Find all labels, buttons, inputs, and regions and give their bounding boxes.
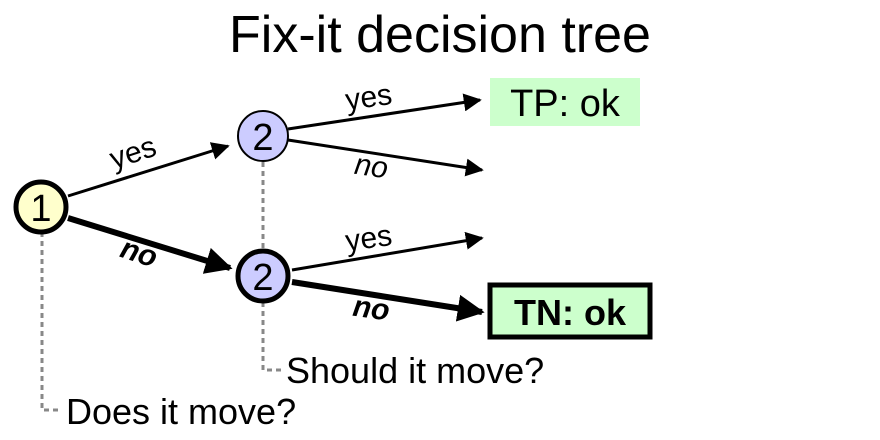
node-bottom-child-label: 2 <box>252 257 273 299</box>
node-top-child-circle <box>237 110 289 162</box>
node-root-label: 1 <box>30 188 51 230</box>
q1-connector <box>40 232 62 412</box>
edge-root-no <box>67 215 233 274</box>
edge-top-yes <box>287 93 482 131</box>
node-root: 1 <box>13 179 69 235</box>
edge-top-yes-label: yes <box>343 78 394 117</box>
diagram-title: Fix-it decision tree <box>229 6 651 64</box>
question-should-it-move: Should it move? <box>286 350 544 391</box>
node-top-child: 2 <box>237 110 289 162</box>
leaf-tp-box <box>490 78 640 126</box>
edge-bottom-no <box>291 279 485 322</box>
node-bottom-child-circle <box>235 248 291 304</box>
leaf-tn-box <box>487 282 653 340</box>
edge-bottom-yes <box>291 231 484 272</box>
edge-bottom-yes-label: yes <box>343 219 394 258</box>
leaf-tn-label: TN: ok <box>514 292 627 333</box>
leaf-tp-label: TP: ok <box>510 83 621 125</box>
edge-top-no <box>287 138 484 177</box>
node-top-child-label: 2 <box>252 117 273 159</box>
edge-root-yes <box>67 142 230 198</box>
node-root-circle <box>13 179 69 235</box>
leaf-tn: TN: ok <box>487 282 653 340</box>
edge-top-no-label: no <box>353 148 391 185</box>
question-does-it-move: Does it move? <box>66 391 296 432</box>
q2-connector <box>261 302 282 372</box>
leaf-tp: TP: ok <box>490 78 640 126</box>
node-bottom-child: 2 <box>235 248 291 304</box>
edge-bottom-no-label: no <box>351 290 392 328</box>
